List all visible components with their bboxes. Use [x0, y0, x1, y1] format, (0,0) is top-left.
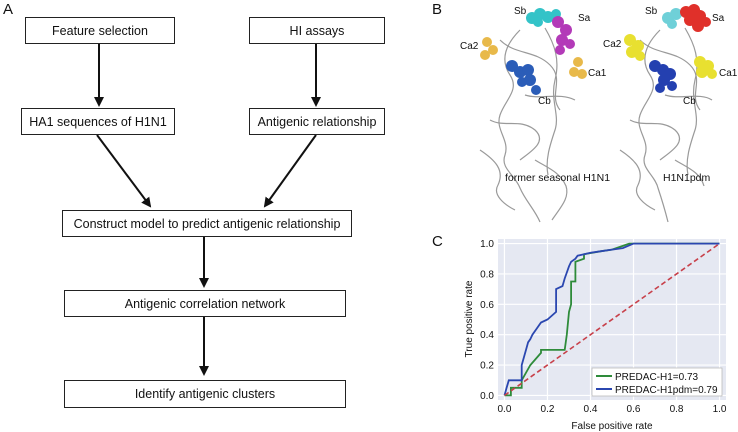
correlation-network-box: Antigenic correlation network: [64, 290, 346, 317]
protein-structures: [479, 4, 717, 223]
site-label-cb-2: Cb: [683, 96, 696, 107]
legend-label-h1: PREDAC-H1=0.73: [615, 372, 699, 383]
site-label-sb-2: Sb: [645, 6, 658, 17]
x-axis-label: False positive rate: [571, 421, 653, 432]
construct-model-box: Construct model to predict antigenic rel…: [62, 210, 352, 237]
site-label-ca2-1: Ca2: [460, 41, 479, 52]
panel-label-b: B: [432, 1, 443, 18]
caption-seasonal: former seasonal H1N1: [505, 172, 611, 184]
y-tick-label: 1.0: [480, 239, 494, 250]
site-label-sa-2: Sa: [712, 13, 725, 24]
roc-series-line-1: [503, 242, 720, 396]
x-tick-label: 0.0: [497, 404, 511, 415]
site-label-ca1-1: Ca1: [588, 68, 607, 79]
identify-clusters-box: Identify antigenic clusters: [64, 380, 346, 408]
site-label-sa-1: Sa: [578, 13, 591, 24]
roc-chart: 0.0 0.2 0.4 0.6 0.8 1.0 0.0 0.2 0.4 0.6 0.8 1.0 Fal…: [464, 239, 727, 432]
site-label-sb-1: Sb: [514, 6, 527, 17]
y-tick-label: 0.4: [480, 330, 494, 341]
x-tick-label: 0.2: [541, 404, 555, 415]
structure-seasonal-sites: [480, 8, 587, 95]
y-tick-label: 0.0: [480, 391, 494, 402]
x-tick-label: 0.8: [670, 404, 684, 415]
site-label-ca2-2: Ca2: [603, 39, 622, 50]
x-tick-label: 0.4: [584, 404, 598, 415]
panel-label-c: C: [432, 233, 443, 250]
structure-pdm: [619, 27, 713, 223]
feature-selection-box: Feature selection: [25, 17, 175, 44]
ha1-sequences-box: HA1 sequences of H1N1: [21, 108, 175, 135]
y-tick-label: 0.8: [480, 269, 494, 280]
y-axis-label: True positive rate: [464, 280, 475, 357]
arrow-relationship-to-model: [263, 134, 317, 208]
flowchart-arrows: [94, 44, 321, 376]
x-tick-label: 1.0: [713, 404, 727, 415]
roc-curves: [503, 242, 720, 397]
antigenic-relationship-box: Antigenic relationship: [249, 108, 385, 135]
structure-pdm-sites: [624, 4, 717, 93]
axis-ticks: 0.0 0.2 0.4 0.6 0.8 1.0 0.0 0.2 0.4 0.6 0.8 1.0: [480, 239, 727, 415]
legend-label-h1pdm: PREDAC-H1pdm=0.79: [615, 385, 718, 396]
y-tick-label: 0.2: [480, 361, 494, 372]
structure-seasonal: [479, 27, 576, 223]
random-baseline-line: [504, 242, 720, 397]
panel-label-a: A: [3, 1, 14, 18]
legend: PREDAC-H1=0.73 PREDAC-H1pdm=0.79: [591, 367, 723, 397]
legend-box: [591, 367, 723, 397]
y-tick-label: 0.6: [480, 300, 494, 311]
roc-series-line-0: [504, 242, 720, 397]
site-label-cb-1: Cb: [538, 96, 551, 107]
x-tick-label: 0.6: [627, 404, 641, 415]
arrow-ha1-to-model: [96, 134, 152, 208]
hi-assays-box: HI assays: [249, 17, 385, 44]
caption-pdm: H1N1pdm: [663, 172, 711, 184]
site-label-ca1-2: Ca1: [719, 68, 738, 79]
